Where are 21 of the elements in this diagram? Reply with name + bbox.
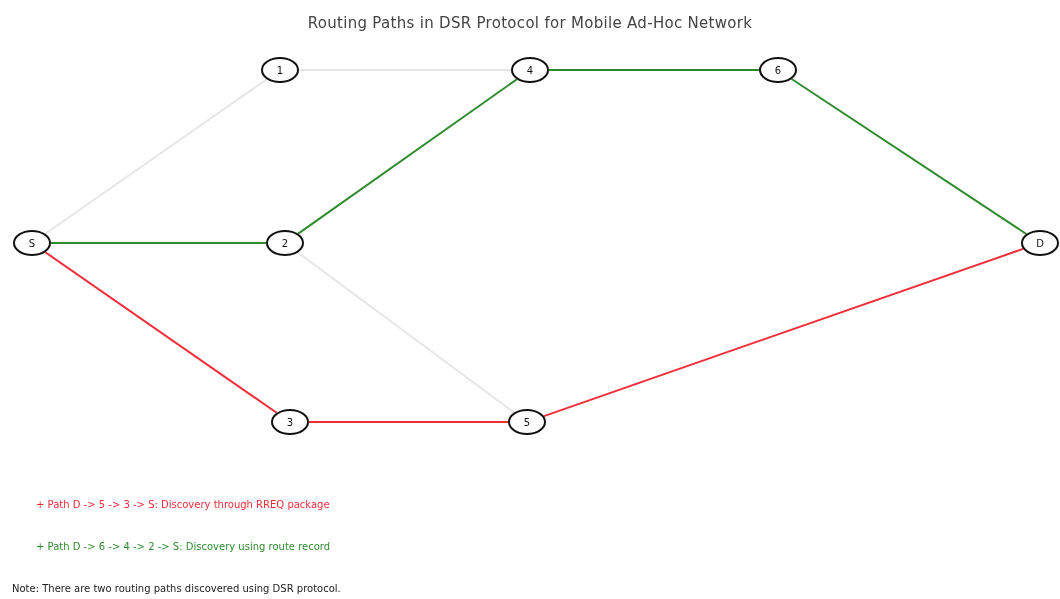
- network-node: 4: [511, 57, 549, 83]
- legend-note: + Path D -> 6 -> 4 -> 2 -> S: Discovery using route record: [36, 541, 331, 552]
- network-link: [297, 78, 518, 235]
- network-link: [296, 251, 516, 414]
- network-link: [542, 247, 1025, 418]
- network-link: [44, 251, 278, 414]
- legend-note: + Path D -> 5 -> 3 -> S: Discovery through RREQ package: [36, 499, 330, 510]
- network-node: 5: [508, 409, 546, 435]
- network-link: [308, 421, 509, 423]
- diagram-title: Routing Paths in DSR Protocol for Mobile Ad-Hoc Network: [306, 14, 754, 32]
- network-link: [44, 78, 268, 235]
- network-node: 6: [759, 57, 797, 83]
- network-node: 1: [261, 57, 299, 83]
- network-node: D: [1021, 230, 1059, 256]
- network-link: [548, 69, 760, 71]
- network-node: 2: [266, 230, 304, 256]
- network-link: [50, 242, 267, 244]
- network-link: [790, 78, 1028, 235]
- network-node: 3: [271, 409, 309, 435]
- footnote: Note: There are two routing paths discovered using DSR protocol.: [12, 583, 341, 594]
- network-node: S: [13, 230, 51, 256]
